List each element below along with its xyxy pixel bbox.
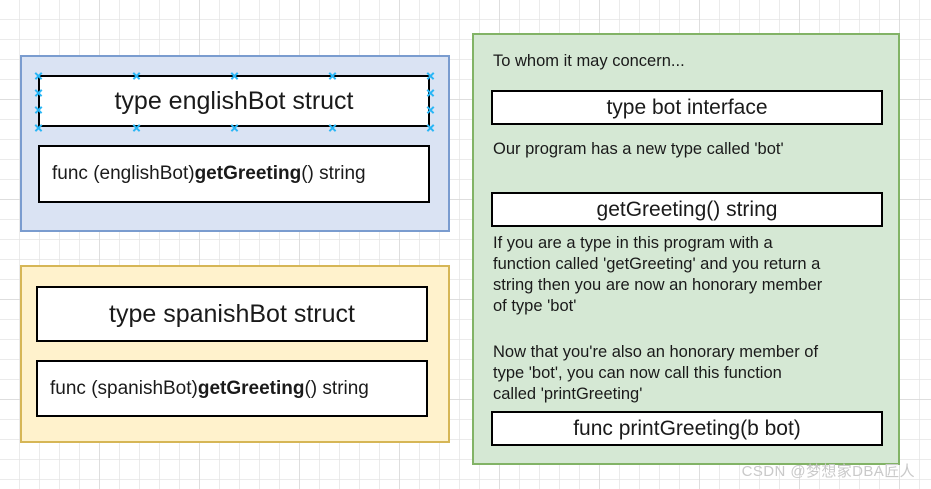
spanish-bot-group[interactable]: type spanishBot struct func (spanishBot)… [20, 265, 450, 443]
spanish-bot-method-box[interactable]: func (spanishBot) getGreeting() string [36, 360, 428, 417]
spanish-bot-method-name: getGreeting [197, 377, 305, 399]
english-bot-method-box[interactable]: func (englishBot) getGreeting() string [38, 145, 430, 203]
bot-interface-label: type bot interface [606, 95, 768, 119]
bot-print-greeting-box[interactable]: func printGreeting(b bot) [491, 411, 883, 446]
bot-interface-box[interactable]: type bot interface [491, 90, 883, 125]
spanish-bot-method-prefix: func (spanishBot) [50, 377, 198, 399]
english-bot-method-name: getGreeting [194, 163, 302, 184]
english-bot-method-prefix: func (englishBot) [52, 163, 195, 184]
bot-get-greeting-label: getGreeting() string [596, 197, 778, 221]
bot-note-intro: To whom it may concern... [493, 52, 685, 70]
spanish-bot-method-suffix: () string [304, 377, 369, 399]
spanish-bot-struct-label: type spanishBot struct [109, 299, 355, 328]
english-bot-struct-label: type englishBot struct [114, 86, 354, 115]
bot-note-new-type: Our program has a new type called 'bot' [493, 140, 784, 158]
english-bot-struct-box[interactable]: type englishBot struct [38, 75, 430, 127]
watermark: CSDN @梦想家DBA匠人 [741, 463, 915, 480]
english-bot-group[interactable]: type englishBot struct func (englishBot)… [20, 55, 450, 232]
english-bot-method-suffix: () string [301, 163, 366, 184]
bot-note-honorary-member: If you are a type in this program with a… [493, 234, 823, 315]
spanish-bot-struct-box[interactable]: type spanishBot struct [36, 286, 428, 342]
bot-get-greeting-box[interactable]: getGreeting() string [491, 192, 883, 227]
bot-interface-group[interactable]: To whom it may concern... type bot inter… [472, 33, 900, 465]
bot-note-print-greeting: Now that you're also an honorary member … [493, 343, 819, 403]
bot-print-greeting-label: func printGreeting(b bot) [573, 416, 801, 440]
